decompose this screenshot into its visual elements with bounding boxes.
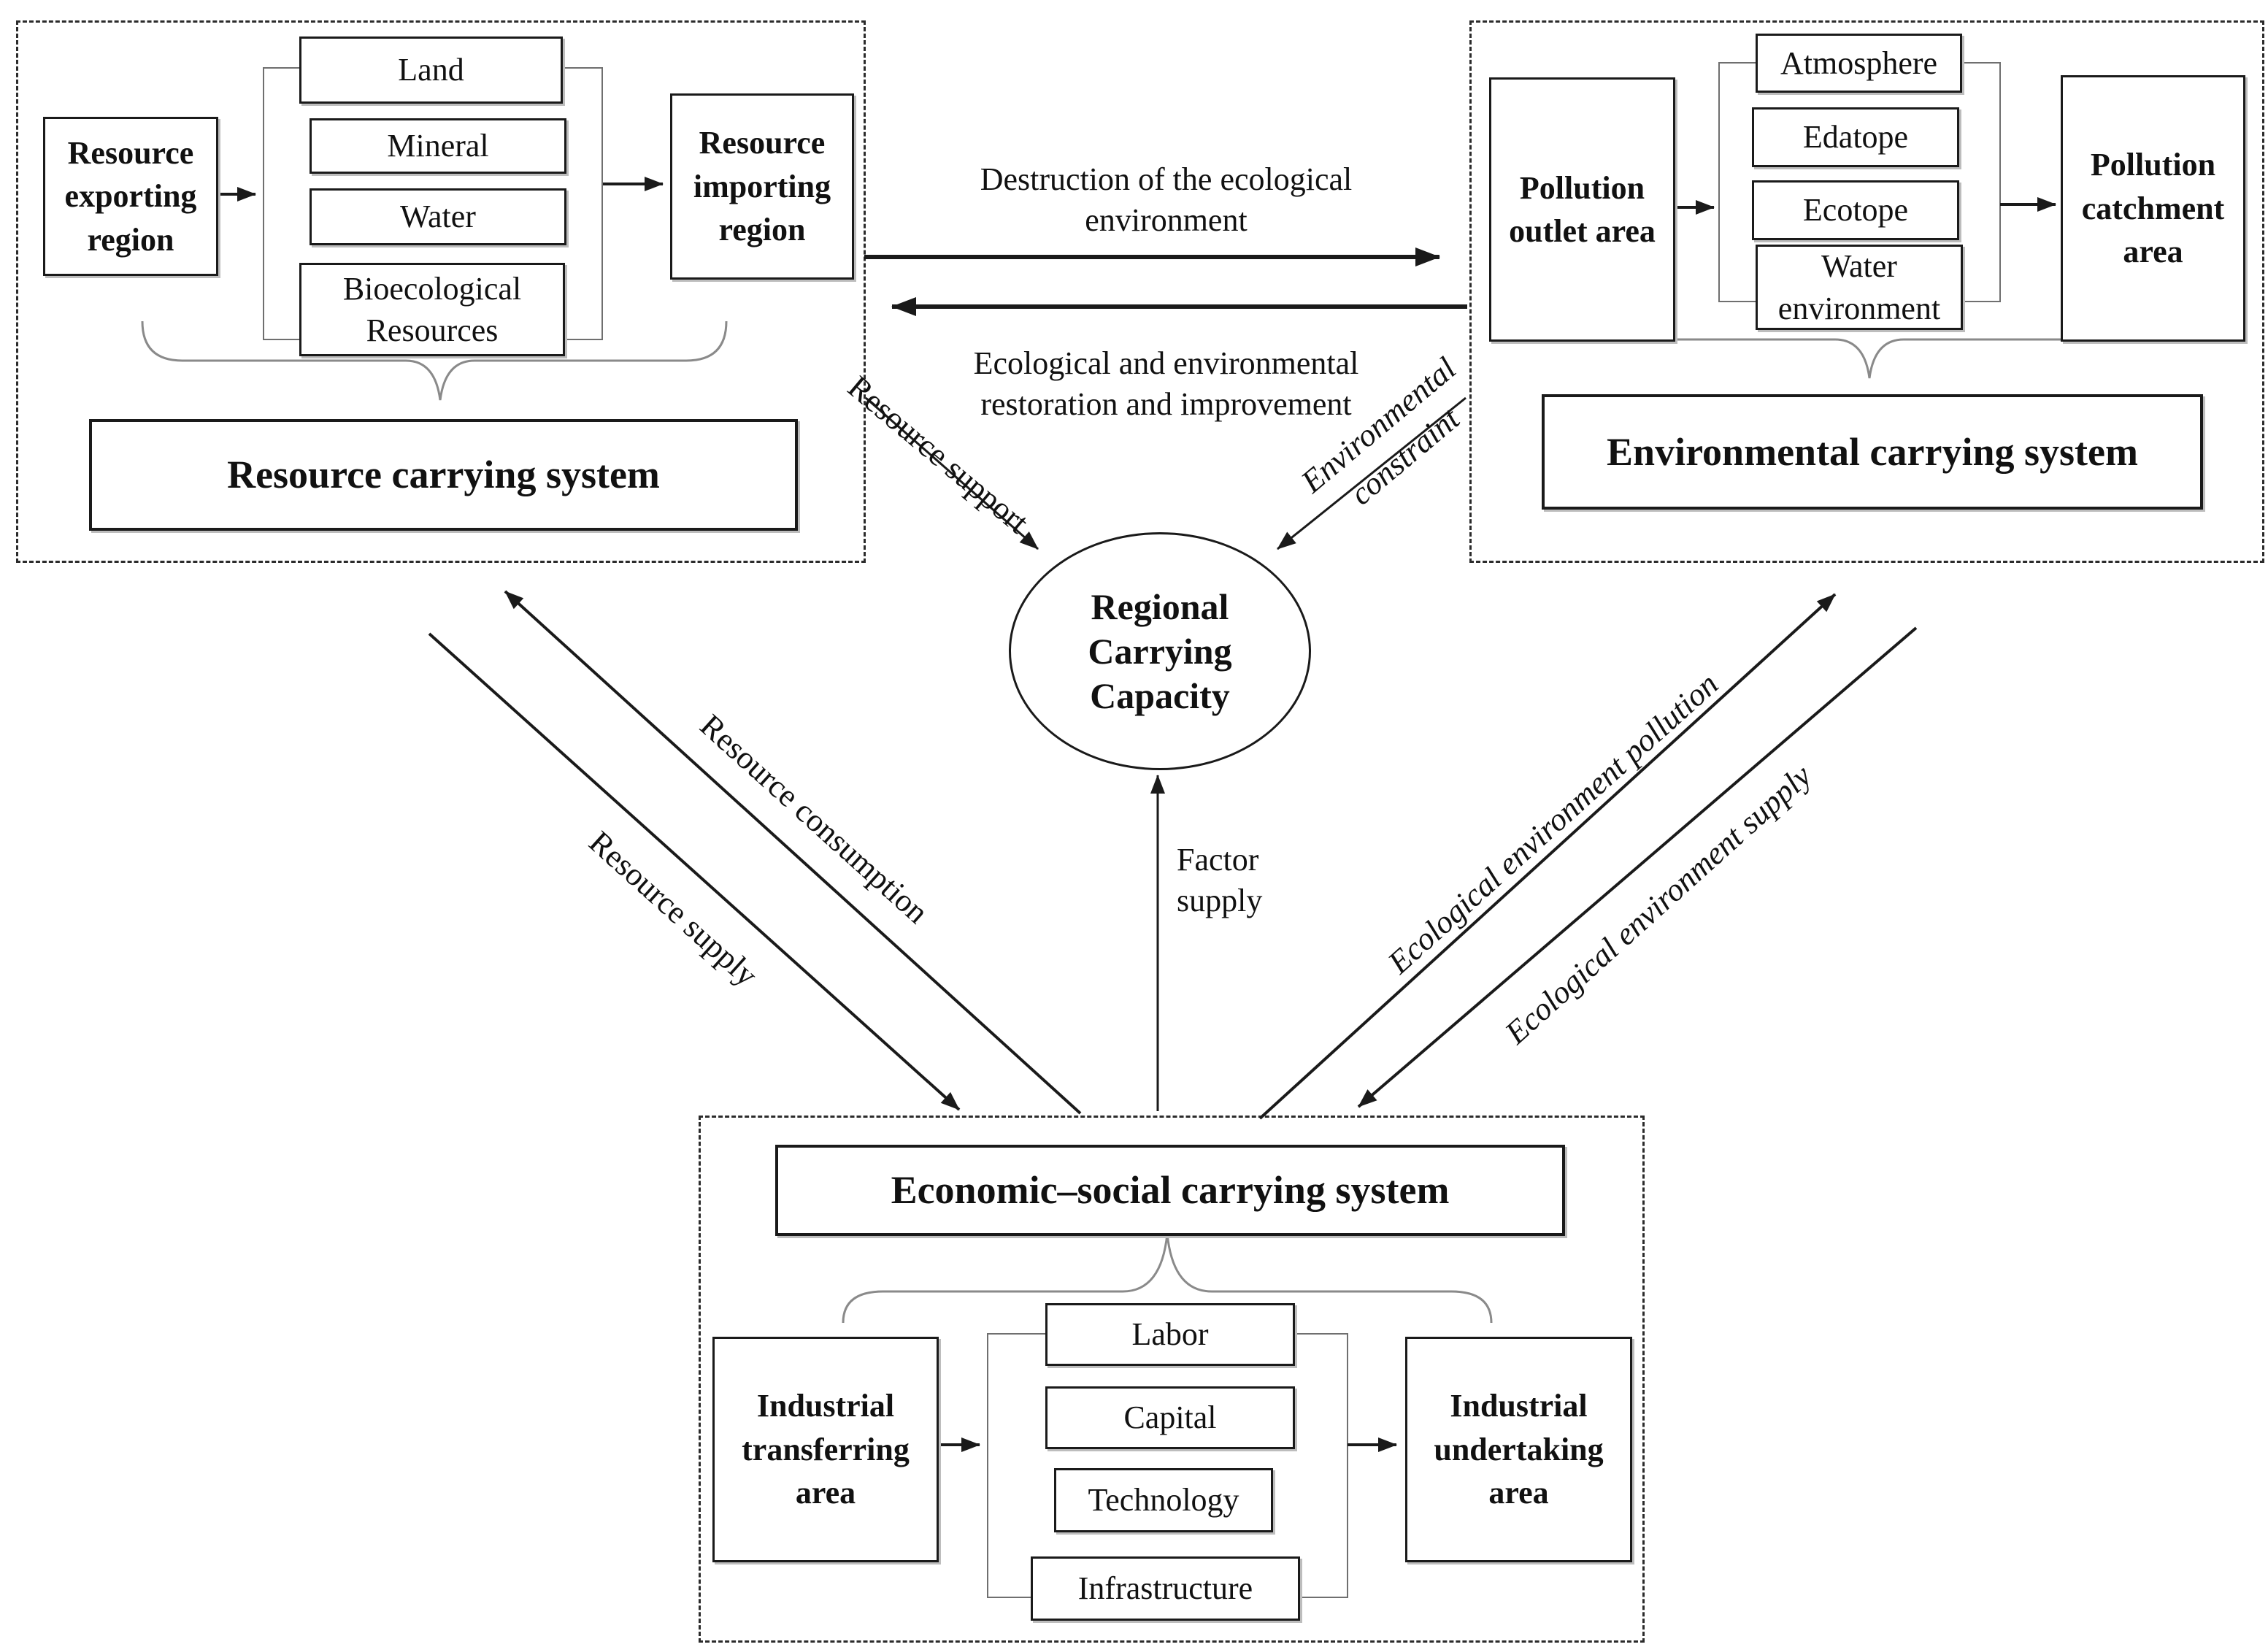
resource-exporting-region-box: Resource exporting region [43, 117, 218, 276]
resource-carrying-system-box: Resource carrying system [89, 419, 798, 531]
economic-social-carrying-system-box: Economic–social carrying system [775, 1145, 1565, 1236]
brace-resource-system [141, 320, 728, 401]
environment-system-container [1469, 20, 2264, 563]
label-destruction: Destruction of the ecological environmen… [980, 161, 1353, 239]
component-ecotope: Ecotope [1752, 180, 1959, 240]
arrow-resource-support [865, 396, 1039, 550]
economic-system-container [699, 1116, 1645, 1643]
resource-system-container [16, 20, 866, 563]
component-mineral: Mineral [310, 118, 566, 174]
component-edatope: Edatope [1752, 107, 1959, 167]
label-factor-supply: Factor supply [1177, 842, 1263, 919]
arrow-eco-env-pollution [1258, 593, 1837, 1120]
label-restoration: Ecological and environmental restoration… [973, 345, 1359, 423]
arrow-resource-consumption [504, 590, 1082, 1115]
component-infrastructure: Infrastructure [1031, 1556, 1300, 1621]
industrial-undertaking-area-box: Industrial undertaking area [1405, 1337, 1632, 1562]
component-water: Water [310, 188, 566, 245]
environmental-carrying-system-box: Environmental carrying system [1542, 394, 2203, 510]
component-labor: Labor [1045, 1303, 1295, 1366]
component-atmosphere: Atmosphere [1756, 34, 1962, 93]
component-capital: Capital [1045, 1386, 1295, 1449]
resource-importing-region-box: Resource importing region [670, 93, 854, 280]
regional-carrying-capacity-node: Regional Carrying Capacity [1009, 532, 1311, 770]
component-water-environment: Water environment [1756, 245, 1963, 330]
pollution-catchment-area-box: Pollution catchment area [2061, 75, 2245, 342]
arrow-environmental-constraint [1277, 396, 1466, 550]
component-technology: Technology [1054, 1468, 1273, 1532]
component-land: Land [299, 37, 563, 104]
industrial-transferring-area-box: Industrial transferring area [712, 1337, 939, 1562]
arrow-resource-supply [428, 632, 961, 1111]
pollution-outlet-area-box: Pollution outlet area [1489, 77, 1675, 342]
arrow-eco-env-supply [1357, 626, 1918, 1108]
component-bioecological-resources: Bioecological Resources [299, 263, 565, 356]
